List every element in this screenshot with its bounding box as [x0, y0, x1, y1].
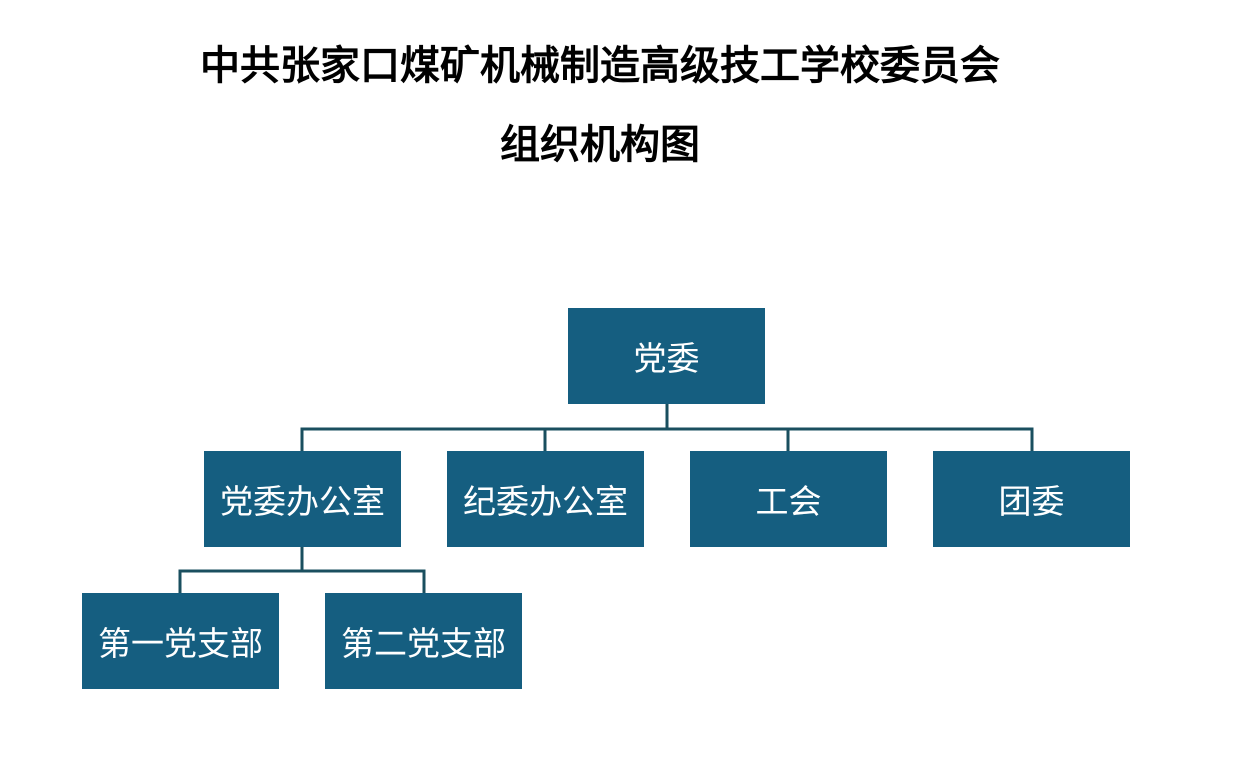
node-label: 第二党支部 [341, 624, 506, 663]
chart-title-line-1: 中共张家口煤矿机械制造高级技工学校委员会 [200, 42, 1000, 89]
node-union: 工会 [690, 451, 887, 547]
node-first-branch: 第一党支部 [82, 593, 279, 689]
node-label: 纪委办公室 [463, 482, 628, 521]
node-party-office: 党委办公室 [204, 451, 401, 547]
node-youth-league: 团委 [933, 451, 1130, 547]
node-discipline-office: 纪委办公室 [447, 451, 644, 547]
node-label: 第一党支部 [98, 624, 263, 663]
node-second-branch: 第二党支部 [325, 593, 522, 689]
node-label: 党委办公室 [220, 482, 385, 521]
node-party-committee: 党委 [568, 308, 765, 404]
node-label: 党委 [633, 339, 700, 378]
node-label: 团委 [998, 482, 1065, 521]
chart-title-line-2: 组织机构图 [500, 121, 700, 168]
node-label: 工会 [755, 482, 822, 521]
